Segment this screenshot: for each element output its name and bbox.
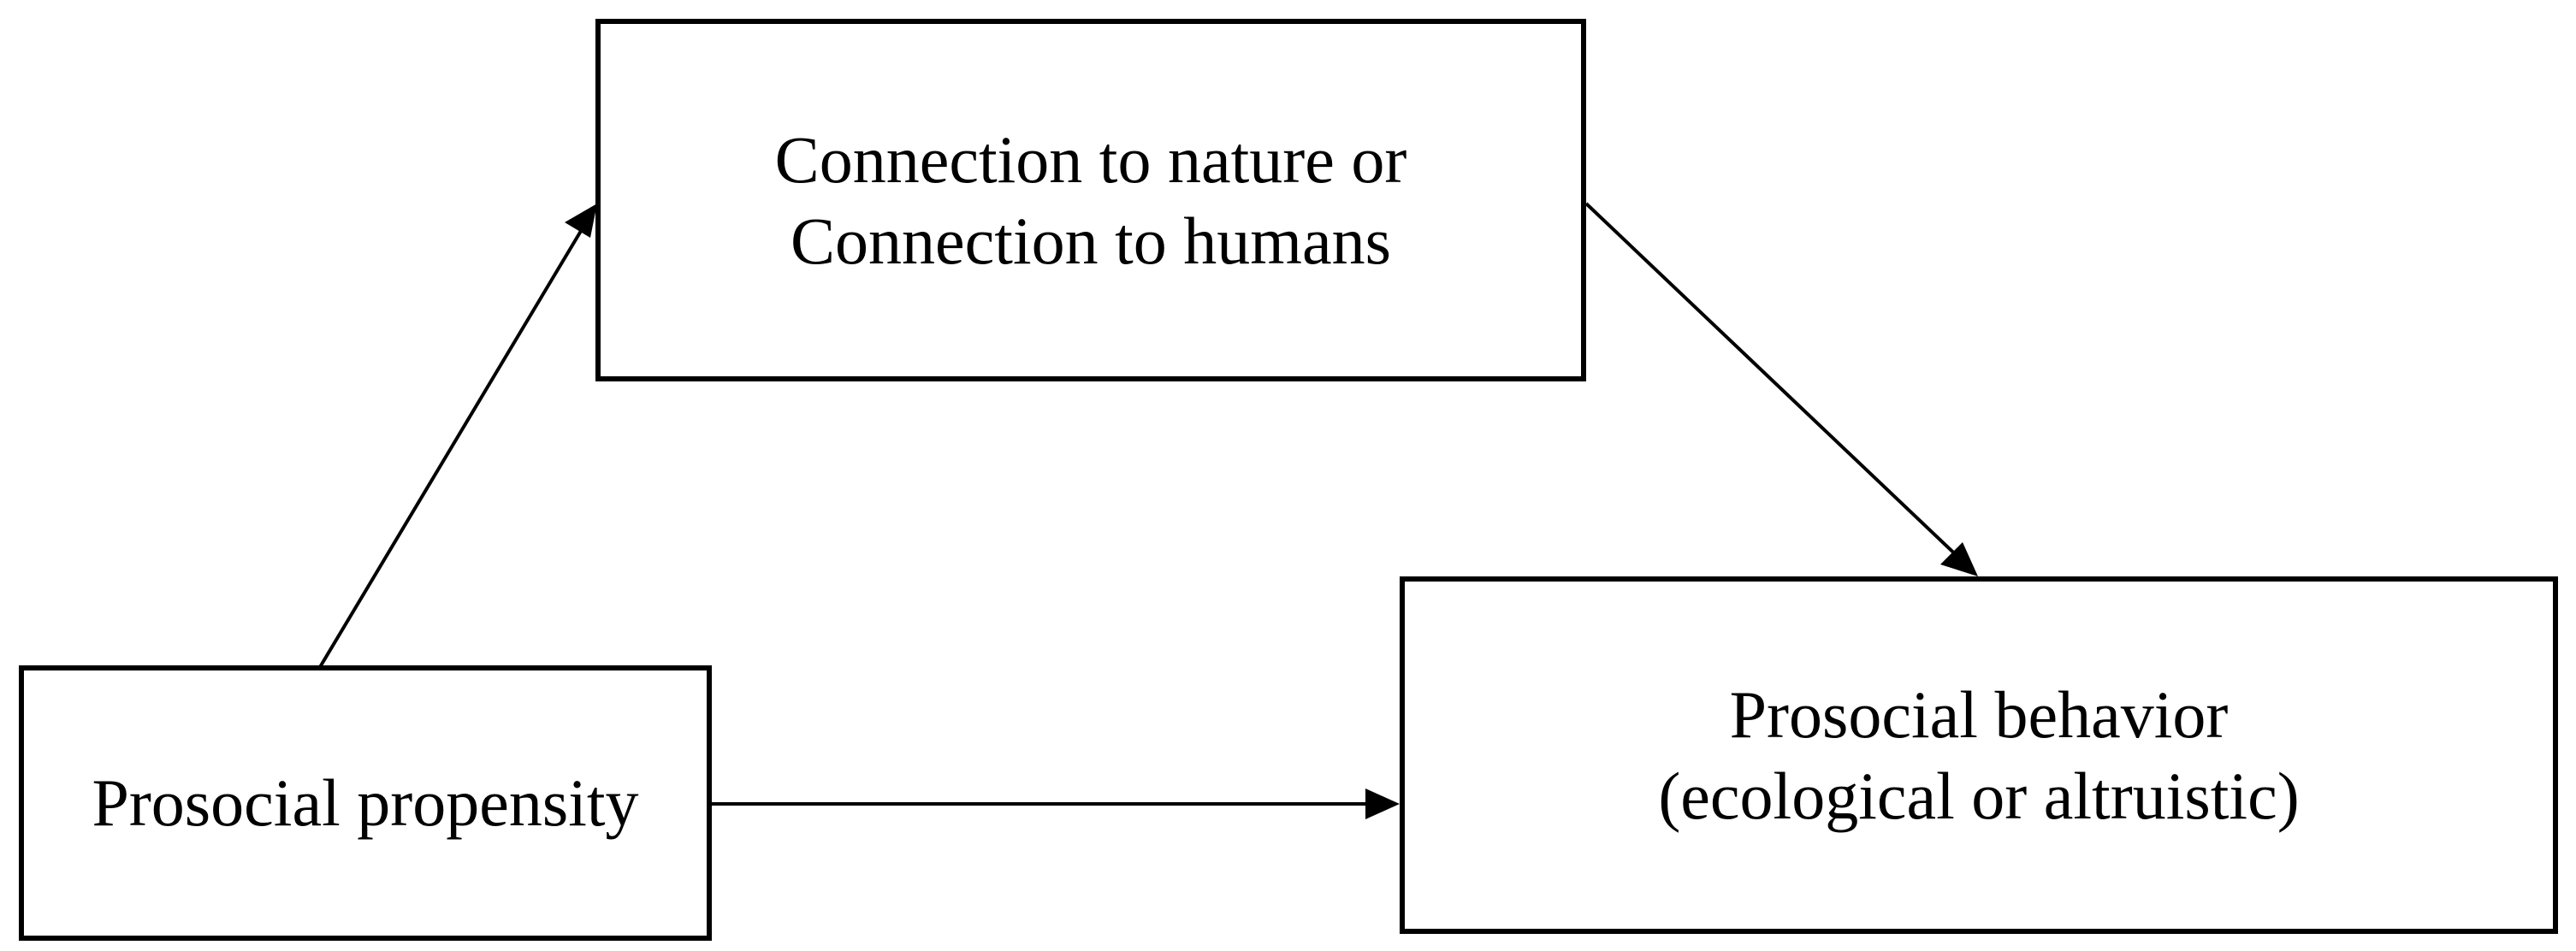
arrowhead-predictor-to-outcome	[1365, 789, 1400, 819]
mediator-label-line1: Connection to nature or	[774, 121, 1407, 197]
predictor-node: Prosocial propensity	[19, 665, 712, 941]
arrowhead-predictor-to-mediator	[565, 204, 597, 238]
arrow-mediator-to-outcome	[1584, 202, 1968, 566]
outcome-node: Prosocial behavior (ecological or altrui…	[1400, 576, 2558, 934]
arrowhead-mediator-to-outcome	[1940, 542, 1978, 576]
outcome-label-line2: (ecological or altruistic)	[1658, 759, 2300, 833]
mediator-label-line2: Connection to humans	[791, 204, 1391, 278]
predictor-label: Prosocial propensity	[92, 765, 639, 841]
mediator-node: Connection to nature or Connection to hu…	[595, 19, 1586, 381]
outcome-label-line1: Prosocial behavior	[1729, 676, 2229, 752]
arrow-predictor-to-mediator	[318, 208, 595, 669]
